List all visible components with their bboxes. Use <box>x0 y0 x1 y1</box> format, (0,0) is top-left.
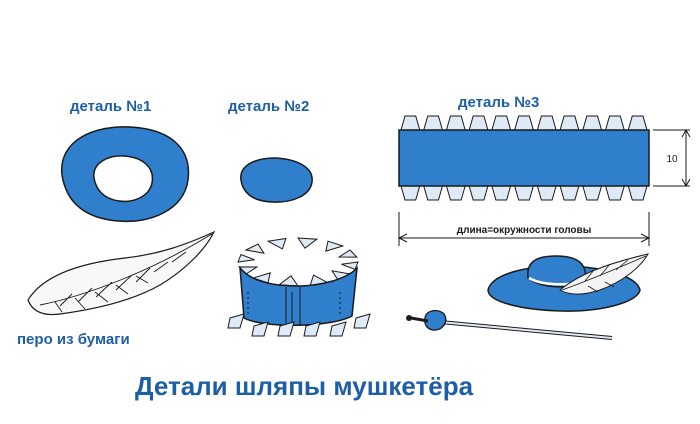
strip-tab <box>559 115 580 131</box>
strip-tab <box>559 185 580 201</box>
crown-bottom-tab <box>277 321 295 337</box>
strip-body <box>398 129 650 187</box>
length-dimension-label: длина=окружности головы <box>457 225 591 236</box>
part3-strip: 10 длина=окружности головы <box>397 115 691 246</box>
length-dimension: длина=окружности головы <box>397 212 651 246</box>
assembled-crown <box>227 237 371 337</box>
strip-tabs-top <box>400 115 648 131</box>
crown-bottom-tab <box>303 321 321 337</box>
crown-bottom-tabs <box>227 313 371 337</box>
part1-ring <box>61 126 190 223</box>
strip-tab <box>445 185 466 201</box>
strip-tab <box>468 185 489 201</box>
finished-hat <box>487 253 650 312</box>
crown-tab <box>325 240 345 252</box>
strip-tab <box>400 185 421 201</box>
crown-tab <box>266 237 287 250</box>
strip-tab <box>536 185 557 201</box>
strip-tab <box>582 115 603 131</box>
strip-tab <box>491 185 512 201</box>
strip-tab <box>627 185 648 201</box>
strip-tab <box>468 115 489 131</box>
crown-tab <box>297 237 319 249</box>
strip-tab <box>536 115 557 131</box>
crown-tab <box>244 243 265 254</box>
strip-tab <box>423 185 444 201</box>
strip-tab <box>513 115 535 131</box>
sword <box>406 309 613 340</box>
crown-tab <box>337 249 358 258</box>
strip-tab <box>604 185 625 201</box>
crown-bottom-tab <box>251 321 269 337</box>
crown-tab <box>237 253 255 263</box>
height-dimension: 10 <box>653 128 691 188</box>
part3-label: деталь №3 <box>458 94 540 111</box>
crown-bottom-tab <box>227 313 245 329</box>
height-dimension-label: 10 <box>666 154 678 165</box>
strip-tab <box>627 115 648 131</box>
feather-label: перо из бумаги <box>17 331 130 348</box>
strip-tab <box>491 115 512 131</box>
strip-tab <box>582 185 603 201</box>
crown-bottom-tab <box>353 313 371 329</box>
strip-tab <box>445 115 466 131</box>
part2-oval <box>240 157 313 203</box>
paper-feather <box>27 230 216 316</box>
strip-tab <box>423 115 444 131</box>
diagram-title: Детали шляпы мушкетёра <box>135 371 474 401</box>
part2-label: деталь №2 <box>228 98 310 115</box>
strip-tab <box>604 115 625 131</box>
crown-tab <box>341 261 359 271</box>
strip-tab <box>513 185 535 201</box>
strip-tab <box>400 115 421 131</box>
crown-tab <box>277 275 299 287</box>
strip-tabs-bottom <box>400 185 648 201</box>
crown-bottom-tab <box>329 321 347 337</box>
part1-label: деталь №1 <box>70 98 152 115</box>
